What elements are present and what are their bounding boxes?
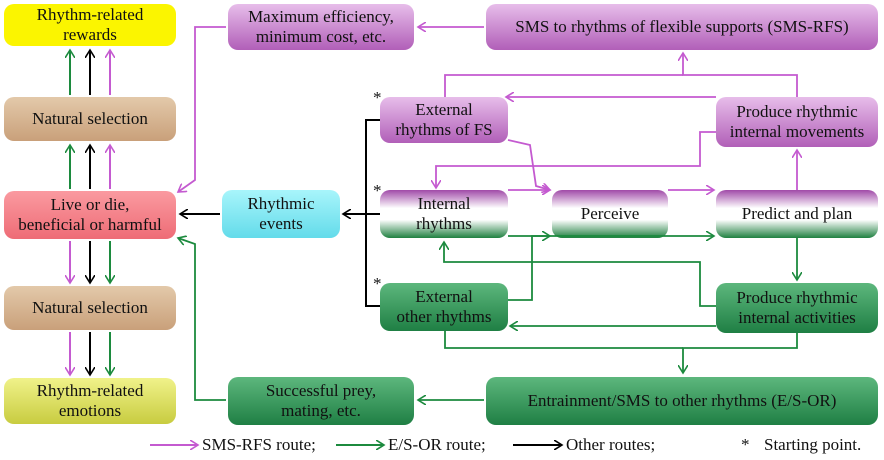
- es-or-routes: [178, 236, 797, 400]
- rewards-line2: rewards: [63, 25, 117, 44]
- entrainment-box: Entrainment/SMS to other rhythms (E/S-OR…: [486, 377, 878, 425]
- legend-star: *: [741, 435, 750, 454]
- rewards-line1: Rhythm-related: [36, 5, 144, 24]
- live-die-line2: beneficial or harmful: [18, 215, 162, 234]
- ext-other-line2: other rhythms: [396, 307, 492, 326]
- produce-activities-line2: internal activities: [738, 308, 856, 327]
- starting-point-marker-internal: *: [373, 181, 382, 200]
- natural-selection-top-label: Natural selection: [32, 109, 148, 128]
- natural-selection-bottom-box: Natural selection: [4, 286, 176, 330]
- starting-point-marker-ext-fs: *: [373, 88, 382, 107]
- rhythmic-events-line1: Rhythmic: [247, 194, 315, 213]
- legend-starting-point: Starting point.: [764, 435, 862, 454]
- other-routes: [180, 119, 380, 307]
- emotions-line1: Rhythm-related: [36, 381, 144, 400]
- live-die-line1: Live or die,: [50, 195, 130, 214]
- produce-movements-line2: internal movements: [729, 122, 865, 141]
- sms-rfs-box: SMS to rhythms of flexible supports (SMS…: [486, 4, 878, 50]
- legend-sms-rfs: SMS-RFS route;: [202, 435, 316, 454]
- left-column-arrows: [70, 50, 110, 375]
- perceive-label: Perceive: [580, 204, 640, 223]
- live-or-die-box: Live or die,beneficial or harmful: [4, 191, 176, 239]
- natural-selection-bottom-label: Natural selection: [32, 298, 148, 317]
- legend-other: Other routes;: [566, 435, 656, 454]
- starting-point-marker-ext-other: *: [373, 274, 382, 293]
- emotions-line2: emotions: [58, 401, 122, 420]
- sms-rfs-routes: [178, 27, 797, 192]
- ext-other-line1: External: [415, 287, 473, 306]
- natural-selection-top-box: Natural selection: [4, 97, 176, 141]
- max-eff-line1: Maximum efficiency,: [248, 7, 394, 26]
- maximum-efficiency-box: Maximum efficiency,minimum cost, etc.: [228, 4, 414, 50]
- legend-es-or: E/S-OR route;: [388, 435, 486, 454]
- sms-rfs-label: SMS to rhythms of flexible supports (SMS…: [515, 17, 849, 36]
- predict-and-plan-box: Predict and plan: [716, 190, 878, 238]
- rhythmic-events-line2: events: [259, 214, 303, 233]
- perceive-box: Perceive: [552, 190, 668, 238]
- internal-rhythms-line2: rhythms: [416, 214, 472, 233]
- produce-movements-line1: Produce rhythmic: [736, 102, 858, 121]
- max-eff-line2: minimum cost, etc.: [255, 27, 387, 46]
- produce-activities-line1: Produce rhythmic: [736, 288, 858, 307]
- ext-fs-line2: rhythms of FS: [395, 120, 493, 139]
- prey-line2: mating, etc.: [281, 401, 361, 420]
- ext-fs-line1: External: [415, 100, 473, 119]
- prey-line1: Successful prey,: [265, 381, 377, 400]
- entrainment-label: Entrainment/SMS to other rhythms (E/S-OR…: [527, 391, 837, 410]
- internal-rhythms-line1: Internal: [417, 194, 471, 213]
- successful-prey-box: Successful prey,mating, etc.: [228, 377, 414, 425]
- predict-plan-label: Predict and plan: [741, 204, 853, 223]
